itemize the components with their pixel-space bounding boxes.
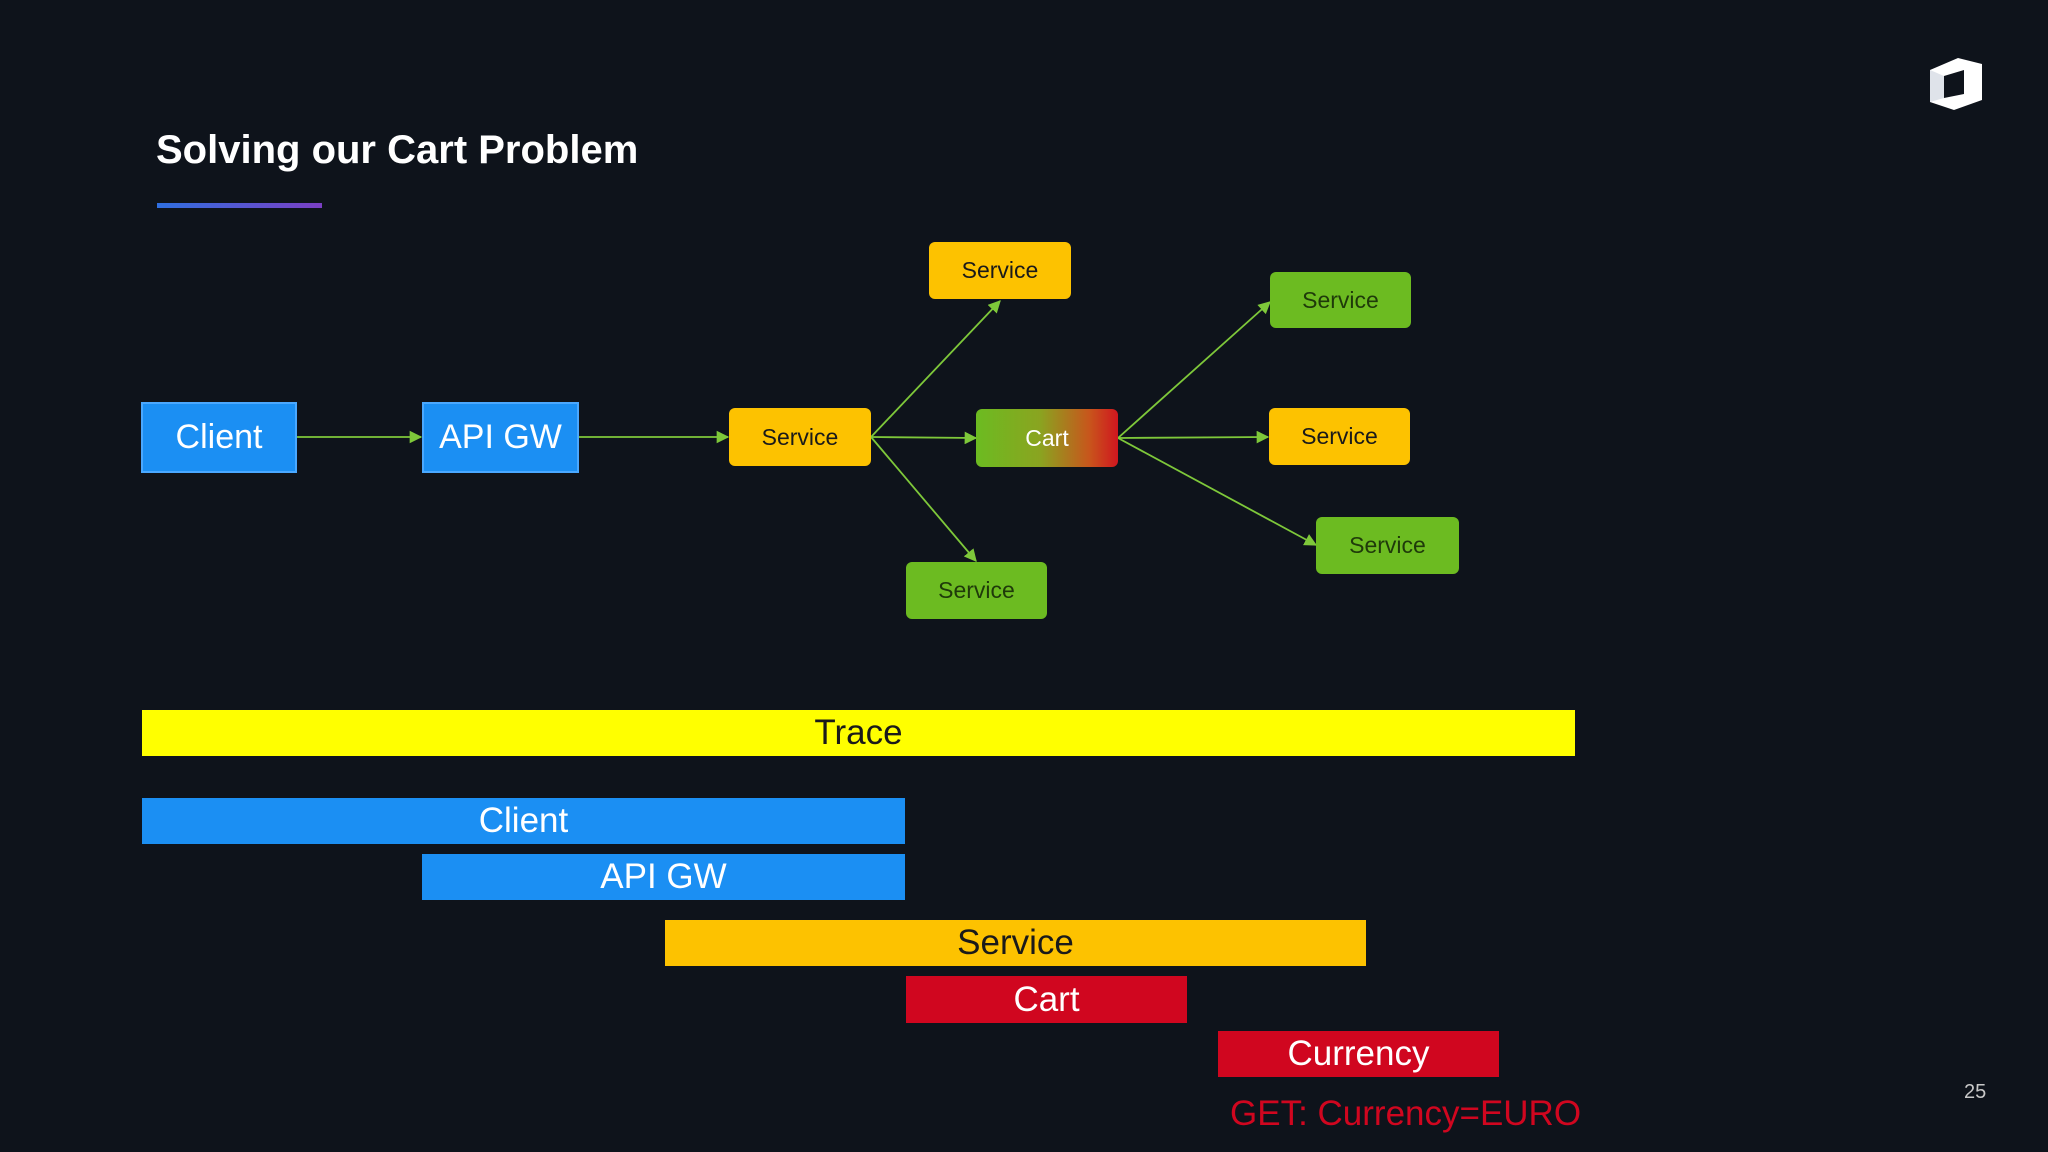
title-underline — [157, 203, 322, 208]
node-service-right-top: Service — [1270, 272, 1411, 328]
span-cart: Cart — [906, 976, 1187, 1023]
edge-cart-right-mid — [1117, 430, 1270, 444]
edge-service-bottom — [870, 436, 977, 562]
slide-title: Solving our Cart Problem — [156, 128, 639, 172]
span-trace: Trace — [142, 710, 1575, 756]
node-service-hub: Service — [729, 408, 871, 466]
page-number: 25 — [1964, 1081, 1987, 1103]
span-service: Service — [665, 920, 1366, 966]
span-client: Client — [142, 798, 905, 844]
edge-service-cart — [870, 431, 978, 445]
node-service-bottom: Service — [906, 562, 1047, 619]
span-api-gw: API GW — [422, 854, 905, 900]
span-currency: Currency — [1218, 1031, 1499, 1077]
node-service-top: Service — [929, 242, 1071, 299]
brand-logo-icon — [1930, 58, 1982, 110]
edge-cart-right-bottom — [1117, 437, 1318, 546]
node-cart: Cart — [976, 409, 1118, 467]
node-api-gw: API GW — [422, 402, 579, 473]
edge-service-top — [870, 300, 1001, 438]
currency-annotation: GET: Currency=EURO — [1230, 1094, 1582, 1133]
node-service-right-bottom: Service — [1316, 517, 1459, 574]
edge-cart-right-top — [1117, 301, 1271, 439]
node-service-right-mid: Service — [1269, 408, 1410, 465]
node-client: Client — [141, 402, 297, 473]
